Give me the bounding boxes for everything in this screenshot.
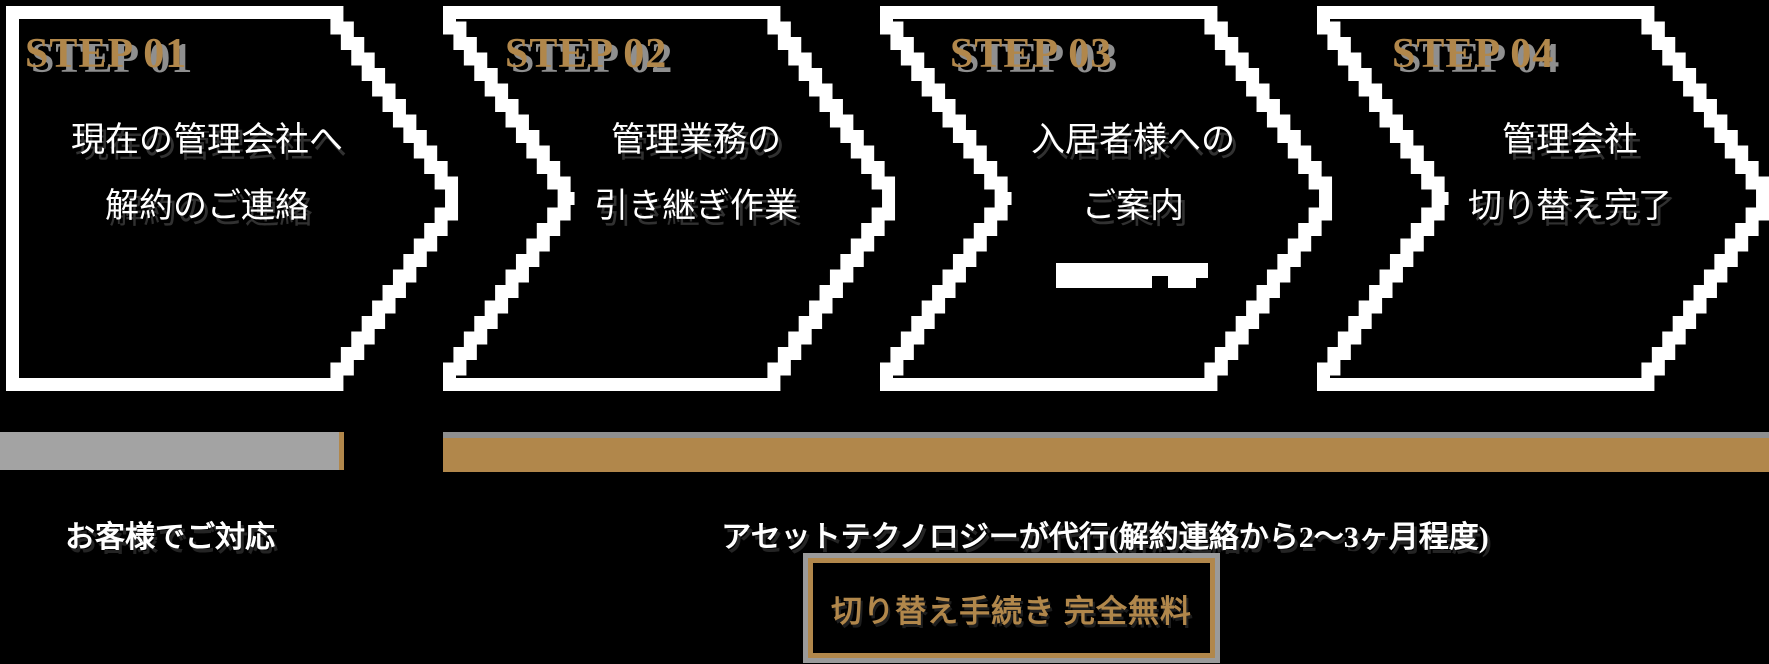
step-03-label: STEP 03 [950,31,1113,77]
step-01-label: STEP 01 [25,31,188,77]
artifact-notch [1152,276,1168,288]
step-04-line2: 切り替え完了 [1468,188,1672,225]
step-03-line1: 入居者様への [1031,122,1235,159]
step-02-label: STEP 02 [505,31,668,77]
free-procedure-badge: 切り替え手続き 完全無料 [803,553,1220,663]
step-04-line1: 管理会社 [1502,122,1638,159]
step-02-description: 管理業務の 引き継ぎ作業 [476,108,916,240]
free-procedure-badge-text: 切り替え手続き 完全無料 [831,593,1192,629]
agency-range-bar [443,438,1769,472]
step-01-line1: 現在の管理会社へ [71,122,343,159]
customer-range-bar [0,432,344,470]
step-03-render-artifact [1056,263,1208,288]
step-01-description: 現在の管理会社へ 解約のご連絡 [0,108,427,240]
step-04-label: STEP 04 [1392,31,1555,77]
customer-range-caption: お客様でご対応 [65,521,275,554]
customer-bar-gold-cap [339,432,344,470]
step-02-line1: 管理業務の [611,122,781,159]
step-04-description: 管理会社 切り替え完了 [1350,108,1769,240]
step-01-line2: 解約のご連絡 [105,188,309,225]
artifact-corner [1196,278,1208,288]
step-03-line2: ご案内 [1082,188,1184,225]
step-03-description: 入居者様への ご案内 [913,108,1353,240]
step-02-line2: 引き継ぎ作業 [594,188,798,225]
agency-range-caption: アセットテクノロジーが代行(解約連絡から2〜3ヶ月程度) [721,521,1489,554]
